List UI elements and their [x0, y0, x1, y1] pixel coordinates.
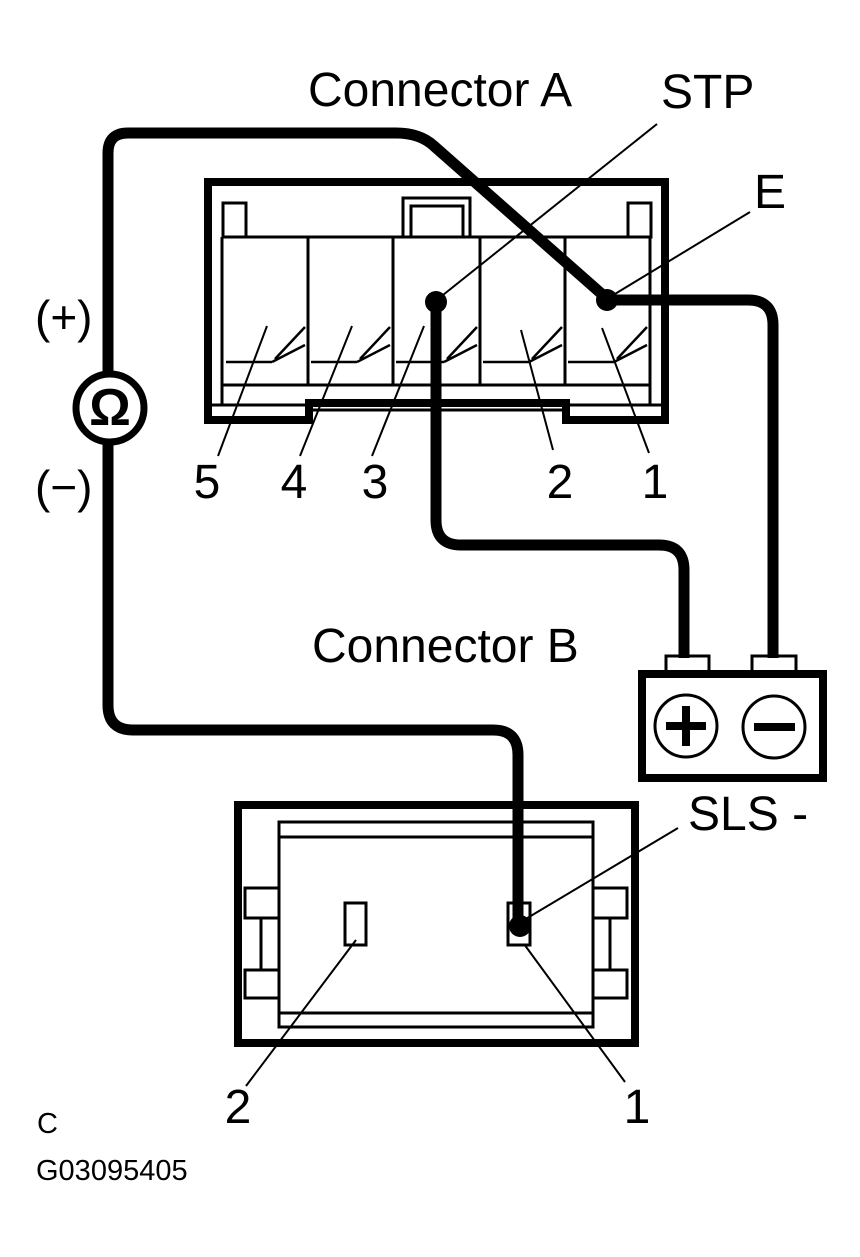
- connector-a-key-tab-right: [626, 201, 653, 239]
- wire-stp-to-battery-positive: [430, 302, 690, 658]
- e-probe-dot: [596, 289, 618, 311]
- connector-a-latch-outer: [401, 196, 472, 239]
- e-terminal-label: E: [754, 166, 787, 219]
- connector-a-title: Connector A: [308, 64, 573, 117]
- leader-pin5: [217, 325, 268, 457]
- connector-a-pin3-label: 3: [361, 456, 389, 509]
- figure-letter: C: [37, 1108, 58, 1140]
- connector-a-pin5-label: 5: [193, 456, 221, 509]
- ohmmeter-positive-lead-label: (+): [35, 291, 93, 343]
- stp-terminal-label: STP: [661, 66, 755, 119]
- leader-b-pin2: [245, 939, 357, 1087]
- wire-ohmmeter-positive-to-e: [102, 127, 608, 376]
- battery-negative-terminal: [741, 694, 807, 760]
- connector-a-key-tab-left: [221, 201, 248, 239]
- connector-a-housing: [204, 178, 669, 424]
- battery: [638, 654, 827, 782]
- battery-plus-icon: [666, 706, 706, 746]
- connector-a-pin4-label: 4: [280, 456, 308, 509]
- connector-b-cavity-2: [343, 901, 368, 947]
- figure-id: G03095405: [36, 1155, 188, 1187]
- connector-b-pin1-label: 1: [623, 1081, 651, 1134]
- leader-e: [609, 211, 751, 298]
- connector-a-leader-lines: [217, 123, 751, 457]
- sls-terminal-label: SLS -: [688, 788, 809, 841]
- wire-ohmmeter-negative-to-sls: [102, 440, 524, 920]
- connector-b-shell: [234, 801, 639, 1047]
- probe-points: [425, 289, 618, 937]
- battery-body: [638, 670, 827, 782]
- battery-positive-tab: [664, 654, 711, 676]
- connector-b-title: Connector B: [312, 620, 579, 673]
- leader-b-pin1: [523, 943, 626, 1083]
- battery-negative-tab: [750, 654, 798, 676]
- leader-pin1: [601, 327, 650, 454]
- connector-a-terminal-marks: [226, 326, 648, 364]
- leader-stp: [437, 123, 658, 300]
- ohmmeter-symbol-circle: [72, 370, 148, 446]
- connector-a-latch-inner: [409, 204, 465, 239]
- connector-b-cavity-1: [506, 901, 532, 947]
- leader-pin3: [371, 325, 425, 457]
- sls-probe-dot: [509, 915, 531, 937]
- battery-positive-terminal: [653, 693, 719, 759]
- leader-sls: [523, 827, 679, 921]
- connector-a-shell: [204, 178, 669, 424]
- stp-probe-dot: [425, 291, 447, 313]
- leader-pin4: [299, 325, 353, 457]
- connector-b-inner: [277, 820, 595, 1029]
- wire-e-to-battery-negative: [610, 294, 779, 658]
- ohmmeter-negative-lead-label: (−): [35, 461, 93, 513]
- connector-b-side-tabs: [243, 886, 629, 1000]
- connector-a-pin1-label: 1: [641, 456, 669, 509]
- leader-pin2: [520, 329, 554, 451]
- ohmmeter-omega-symbol: Ω: [89, 379, 131, 437]
- connector-b-pin2-label: 2: [224, 1081, 252, 1134]
- connector-b-leader-lines: [245, 827, 679, 1087]
- connector-b-housing: [234, 801, 639, 1047]
- connector-a-pin2-label: 2: [546, 456, 574, 509]
